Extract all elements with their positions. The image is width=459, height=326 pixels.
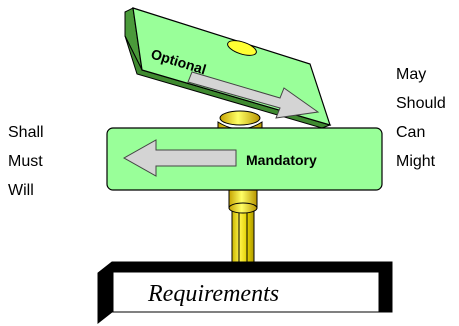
arrow-left-icon (122, 139, 237, 177)
left-word-shall: Shall (8, 124, 44, 141)
arrow-down-right-icon (187, 71, 320, 119)
signpost-pole (228, 183, 258, 271)
mandatory-label: Mandatory (246, 152, 317, 168)
left-word-must: Must (8, 153, 43, 170)
requirements-label: Requirements (147, 281, 279, 307)
mandatory-sign (106, 127, 383, 191)
optional-sign (124, 7, 332, 129)
left-word-will: Will (8, 182, 34, 199)
right-word-should: Should (396, 95, 446, 112)
right-word-may: May (396, 66, 427, 83)
requirements-base-sign (97, 261, 393, 325)
right-word-might: Might (396, 153, 436, 170)
right-word-can: Can (396, 124, 426, 141)
